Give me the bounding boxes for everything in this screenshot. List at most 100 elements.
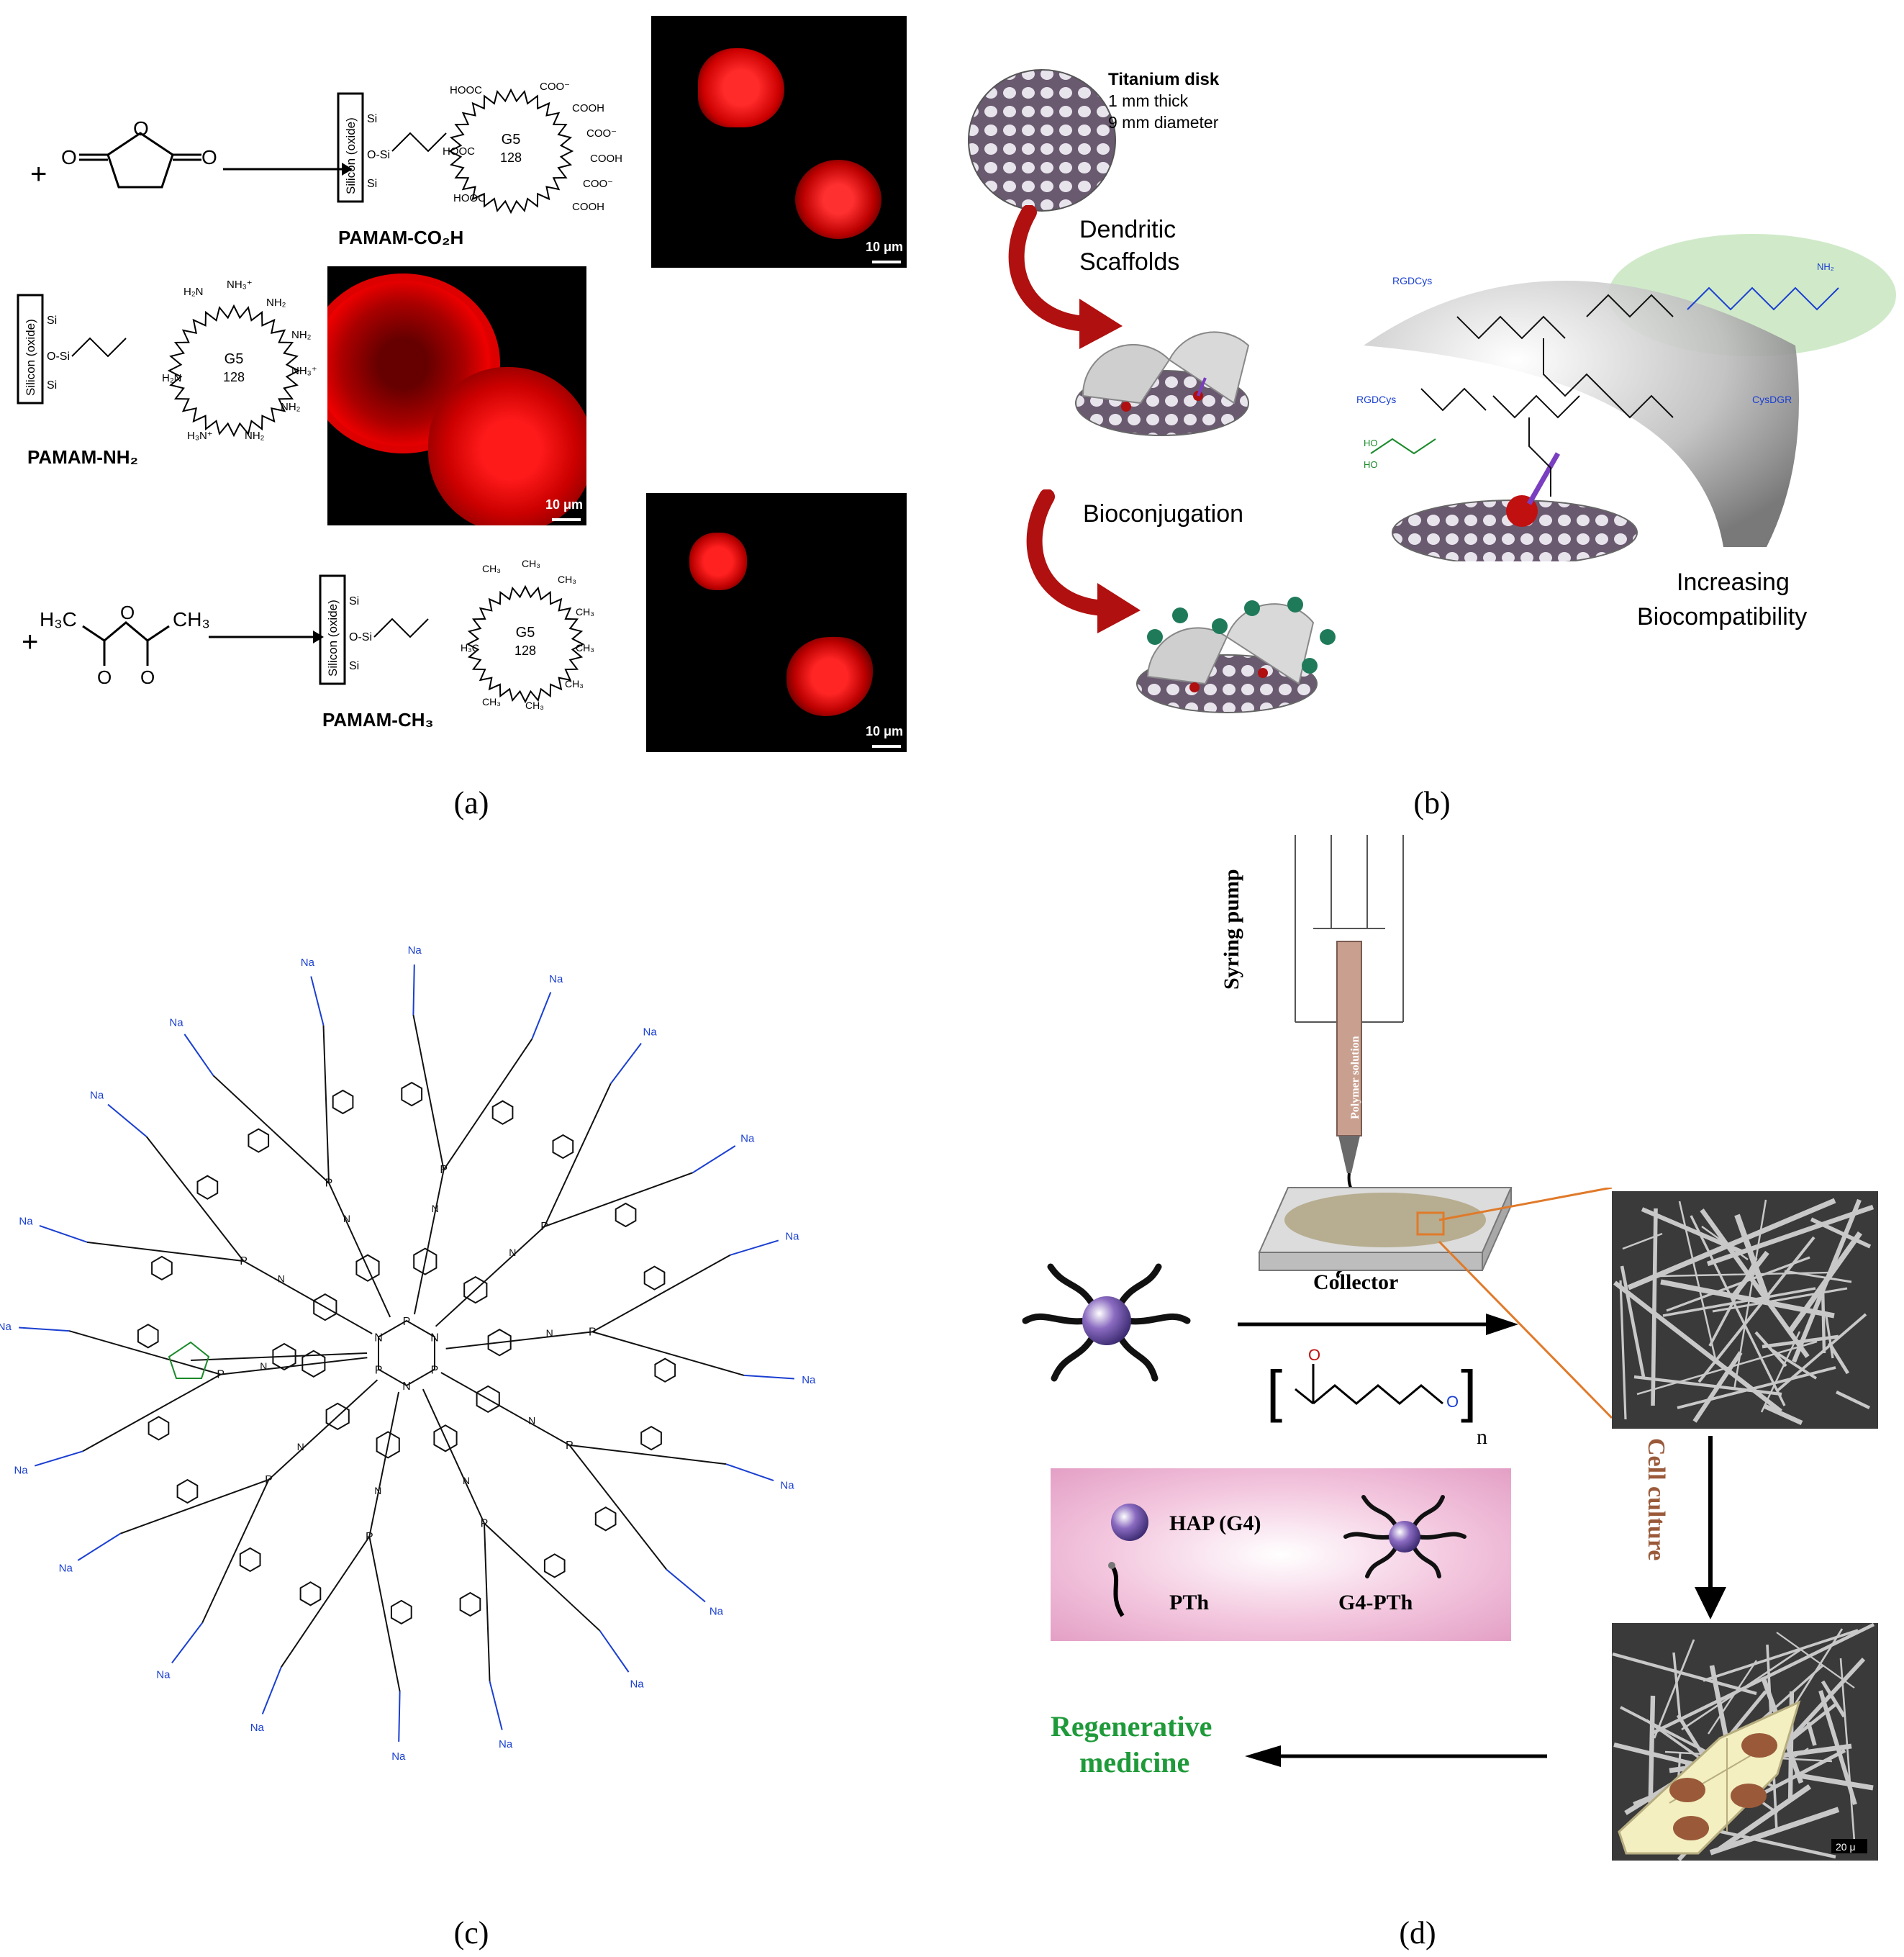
fiber-strand [1733, 1199, 1767, 1391]
svg-text:128: 128 [223, 370, 245, 384]
bioconjugated-disk-image [1136, 597, 1336, 713]
benzene-ring [654, 1357, 676, 1383]
bond [483, 1523, 491, 1681]
svg-text:CH₃: CH₃ [525, 700, 544, 711]
svg-text:CH₃: CH₃ [558, 574, 576, 585]
caption-c: (c) [453, 1915, 489, 1951]
fiber-strand [1653, 1639, 1695, 1739]
bond [280, 1536, 371, 1668]
fiber-strand [1821, 1285, 1826, 1354]
hap-g4-icon [1111, 1504, 1148, 1541]
atom-label: Na [643, 1026, 658, 1039]
bond [412, 1014, 445, 1170]
svg-text:O: O [1308, 1346, 1320, 1364]
plus-sign: + [30, 158, 47, 190]
g4-pth-icon [1343, 1495, 1466, 1578]
scaffold-disk-image [1075, 331, 1250, 436]
bond [368, 1536, 401, 1692]
fiber-strand [1613, 1280, 1782, 1414]
plus-sign: + [22, 626, 39, 658]
svg-text:NH₂: NH₂ [291, 329, 312, 341]
benzene-ring [643, 1265, 666, 1291]
atom-label: P [240, 1255, 248, 1267]
svg-text:O-Si: O-Si [367, 149, 390, 161]
svg-text:O-Si: O-Si [47, 351, 70, 363]
bond [68, 1330, 221, 1375]
svg-text:128: 128 [514, 643, 536, 658]
fluorescence-image-co2h: 10 μm [651, 16, 907, 268]
atom-label: N [374, 1485, 381, 1496]
atom-label: P [403, 1316, 411, 1328]
caption-b: (b) [1413, 785, 1451, 821]
benzene-ring [272, 1342, 296, 1371]
svg-text:NH₂: NH₂ [266, 297, 286, 309]
bond [19, 1326, 70, 1332]
fiber-strand [1718, 1784, 1812, 1851]
svg-text:CH₃: CH₃ [482, 563, 501, 574]
benzene-ring [463, 1275, 488, 1304]
atom-label: Na [710, 1605, 724, 1617]
benzene-ring [176, 1478, 199, 1504]
bond [592, 1331, 745, 1376]
benzene-ring [378, 1319, 435, 1387]
atom-label: Na [802, 1374, 816, 1386]
atom-label: Na [549, 973, 563, 985]
fiber-strand [1697, 1236, 1815, 1383]
succinic-anhydride-structure: O O O [61, 117, 217, 189]
titanium-disk-title: Titanium disk [1108, 70, 1220, 89]
syringe-pump-label: Syring pump [1220, 869, 1243, 990]
bond [268, 1379, 378, 1481]
benzene-ring [390, 1599, 412, 1625]
bond [261, 1667, 282, 1714]
bond [443, 1038, 533, 1170]
atom-label: Na [408, 944, 422, 957]
acetic-anhydride-structure: H₃C O O O CH₃ [40, 602, 210, 684]
svg-text:CH₃: CH₃ [576, 606, 594, 618]
svg-text:Silicon (oxide): Silicon (oxide) [24, 319, 37, 396]
atom-label: N [260, 1360, 267, 1372]
atom-label: N [546, 1327, 553, 1339]
medicine-label: medicine [1079, 1746, 1190, 1779]
dendron-chemistry-detail: RGDCys RGDCys CysDGR NH₂ HO HO [1356, 234, 1896, 561]
svg-text:CH₃: CH₃ [565, 678, 584, 690]
fiber-strand [1677, 1366, 1836, 1409]
pamam-nh2-label: PAMAM-NH₂ [27, 446, 139, 468]
bond [171, 1622, 203, 1664]
atom-label: N [402, 1380, 411, 1393]
svg-text:HOOC: HOOC [443, 145, 475, 158]
svg-text:NH₂: NH₂ [281, 401, 301, 413]
atom-label: N [297, 1441, 304, 1452]
atom-label: Na [499, 1738, 513, 1750]
curved-arrow-2 [1026, 489, 1141, 633]
fiber-strand [1666, 1256, 1810, 1312]
atom-label: N [509, 1247, 516, 1258]
svg-text:COOH: COOH [572, 201, 604, 213]
bond [666, 1568, 706, 1603]
polymer-solution-label: Polymer solution [1349, 1036, 1361, 1119]
atom-label: Na [250, 1722, 265, 1734]
atom-label: Na [169, 1016, 183, 1029]
svg-text:[: [ [1266, 1359, 1282, 1423]
svg-text:CH₃: CH₃ [576, 642, 594, 654]
benzene-ring [148, 1416, 170, 1441]
g4-pth-molecule [1022, 1263, 1191, 1382]
svg-text:COO⁻: COO⁻ [583, 178, 613, 190]
svg-text:HOOC: HOOC [450, 84, 482, 96]
fluorescence-image-ch3: 10 μm [646, 493, 907, 752]
svg-text:G5: G5 [516, 625, 535, 641]
fiber-strand [1641, 1207, 1743, 1254]
scale-label: 10 μm [865, 724, 903, 738]
bond [368, 1391, 400, 1537]
atom-label: Na [785, 1231, 799, 1243]
regenerative-label: Regenerative [1051, 1710, 1212, 1743]
result-biocompatibility: Biocompatibility [1637, 603, 1808, 631]
svg-text:COO⁻: COO⁻ [586, 127, 617, 140]
atom-label: Na [90, 1090, 104, 1102]
fiber-strand [1712, 1287, 1848, 1313]
svg-text:COOH: COOH [590, 153, 622, 165]
svg-text:CH₃: CH₃ [173, 608, 210, 631]
svg-text:RGDCys: RGDCys [1392, 275, 1432, 286]
scale-bar [552, 518, 581, 521]
bond [568, 1445, 668, 1570]
svg-text:CH₃: CH₃ [482, 696, 501, 708]
